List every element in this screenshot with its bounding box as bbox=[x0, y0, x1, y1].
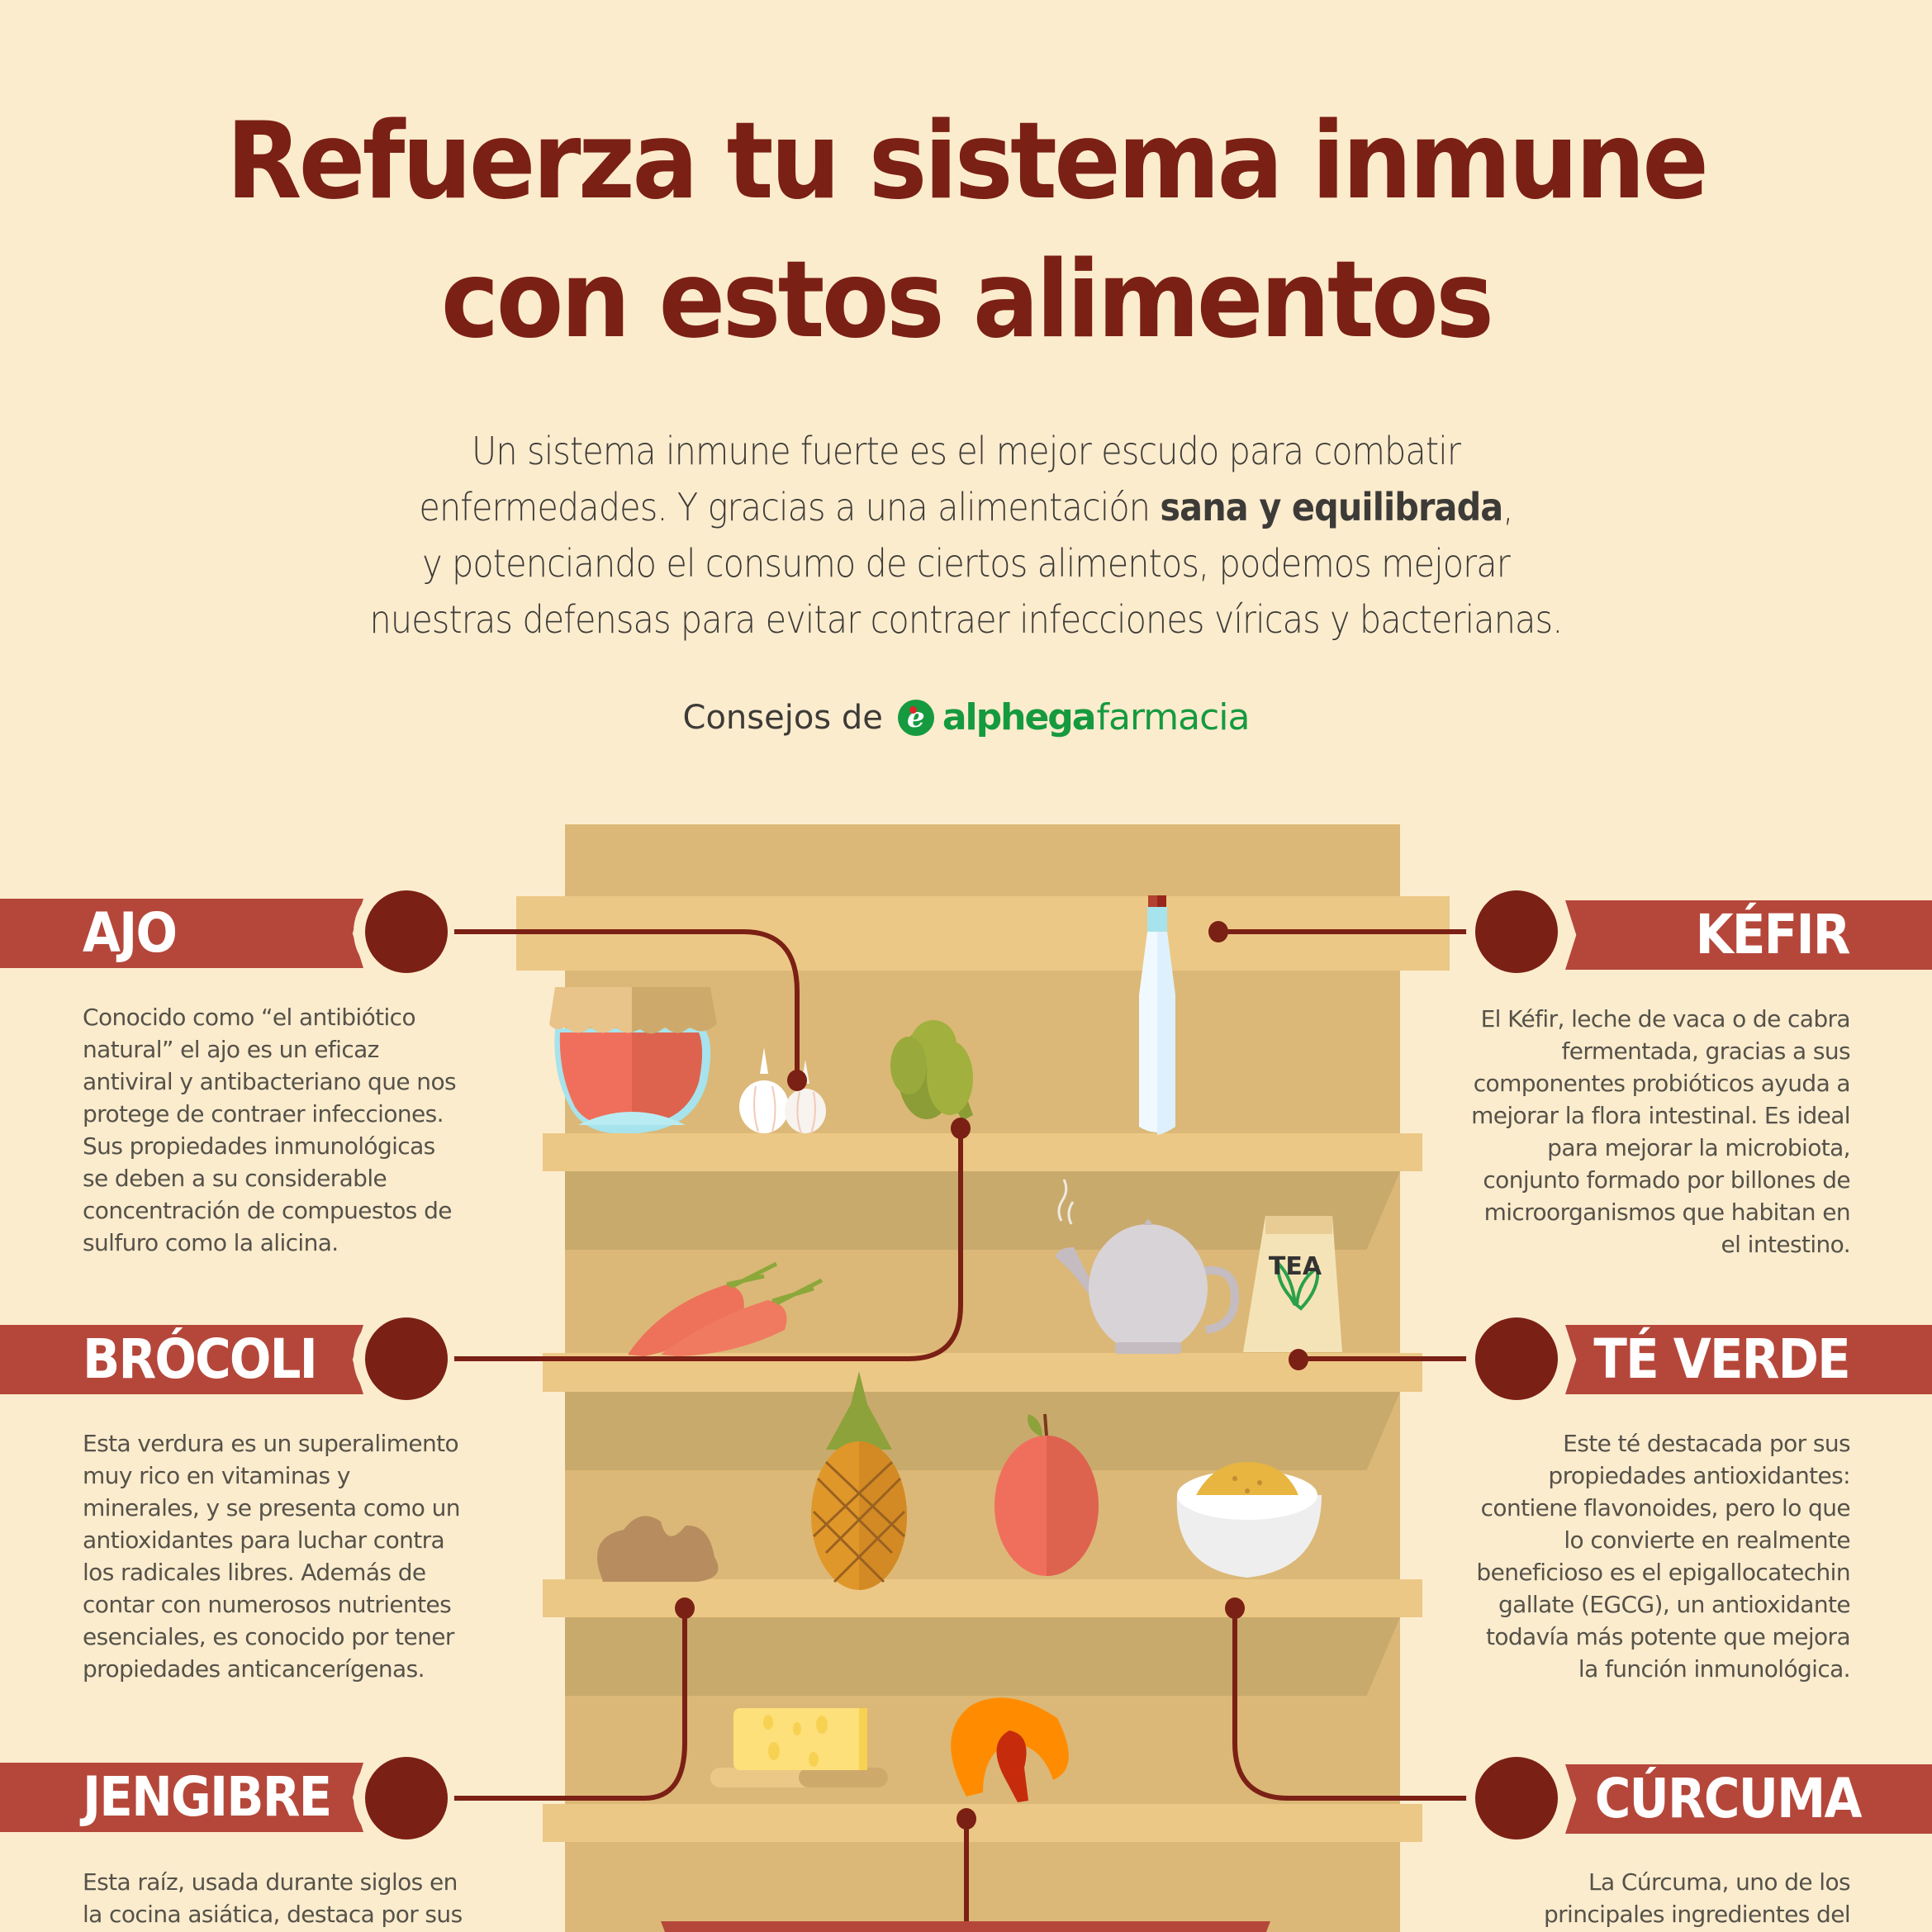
shelf-shadow bbox=[565, 1617, 1400, 1696]
reishi-mushroom-icon bbox=[951, 1697, 1069, 1802]
banner-te-verde: TÉ VERDE bbox=[1565, 1325, 1932, 1394]
shelf-board bbox=[543, 1804, 1422, 1842]
connector-dot bbox=[1208, 921, 1228, 942]
marker-te-verde bbox=[1475, 1317, 1558, 1400]
connector-curcuma bbox=[1232, 1609, 1487, 1801]
shelf-shadow bbox=[565, 1171, 1400, 1250]
connector-dot bbox=[1289, 1349, 1308, 1370]
page-title-line-2: con estos alimentos bbox=[440, 239, 1494, 362]
intro-line-2-end: , bbox=[1502, 485, 1513, 529]
intro-line-2-text: enfermedades. Y gracias a una alimentaci… bbox=[419, 485, 1161, 529]
marker-kefir bbox=[1475, 890, 1558, 973]
intro-line-4: nuestras defensas para evitar contraer i… bbox=[369, 597, 1564, 642]
label-brocoli: BRÓCOLI bbox=[83, 1327, 318, 1391]
connector-jengibre bbox=[446, 1609, 687, 1801]
description-te-verde: Este té destacada por sus propiedades an… bbox=[1476, 1430, 1850, 1683]
credit-line: Consejos de e alphega farmacia bbox=[0, 696, 1932, 738]
credit-prefix: Consejos de bbox=[682, 698, 883, 737]
bottom-banner bbox=[661, 1921, 1270, 1932]
marker-ajo bbox=[365, 890, 448, 973]
label-ajo: AJO bbox=[83, 901, 178, 965]
intro-emphasis: sana y equilibrada bbox=[1160, 485, 1503, 529]
garlic-icon bbox=[739, 1047, 826, 1134]
shelf-board bbox=[543, 1133, 1422, 1171]
banner-jengibre: JENGIBRE bbox=[0, 1763, 363, 1832]
label-kefir: KÉFIR bbox=[1695, 903, 1851, 966]
banner-ajo: AJO bbox=[0, 899, 363, 968]
brand-name-bold: alphega bbox=[942, 696, 1097, 738]
banner-curcuma: CÚRCUMA bbox=[1565, 1764, 1932, 1834]
cheese-icon bbox=[710, 1708, 888, 1787]
ginger-icon bbox=[597, 1516, 719, 1582]
intro-line-3: y potenciando el consumo de ciertos alim… bbox=[422, 541, 1511, 586]
marker-brocoli bbox=[365, 1317, 448, 1400]
description-curcuma: La Cúrcuma, uno de los principales ingre… bbox=[1543, 1868, 1851, 1928]
intro-line-2: enfermedades. Y gracias a una alimentaci… bbox=[97, 479, 1835, 535]
teapot-icon bbox=[1056, 1179, 1240, 1354]
broccoli-icon bbox=[890, 1020, 973, 1121]
milk-bottle-icon bbox=[1139, 895, 1175, 1135]
description-kefir: El Kéfir, leche de vaca o de cabra ferme… bbox=[1471, 1005, 1851, 1258]
page-title-line-1: Refuerza tu sistema inmune bbox=[225, 100, 1709, 223]
shelf-shadow bbox=[565, 1392, 1400, 1470]
turmeric-bowl-icon bbox=[1176, 1462, 1322, 1578]
marker-jengibre bbox=[365, 1757, 448, 1839]
brand-name-light: farmacia bbox=[1096, 696, 1250, 738]
carrots-icon bbox=[628, 1261, 824, 1356]
connector-dot bbox=[951, 1118, 971, 1139]
connector-dot bbox=[957, 1808, 976, 1830]
description-brocoli: Esta verdura es un superalimento muy ric… bbox=[83, 1430, 461, 1683]
apple-icon bbox=[994, 1413, 1099, 1576]
label-te-verde: TÉ VERDE bbox=[1593, 1327, 1850, 1391]
banner-kefir: KÉFIR bbox=[1565, 900, 1932, 970]
label-curcuma: CÚRCUMA bbox=[1594, 1767, 1863, 1830]
connector-dot bbox=[787, 1070, 807, 1091]
connector-ajo bbox=[446, 929, 800, 1078]
jam-jar-icon bbox=[549, 987, 717, 1133]
brand-logo: e alphega farmacia bbox=[897, 696, 1250, 738]
intro-line-1: Un sistema inmune fuerte es el mejor esc… bbox=[472, 429, 1461, 473]
label-jengibre: JENGIBRE bbox=[83, 1765, 332, 1829]
description-ajo: Conocido como “el antibiótico natural” e… bbox=[83, 1004, 457, 1256]
marker-curcuma bbox=[1475, 1757, 1558, 1839]
alphega-logo-icon: e bbox=[897, 699, 934, 736]
intro-paragraph: Un sistema inmune fuerte es el mejor esc… bbox=[0, 423, 1932, 648]
tea-box-icon: TEA bbox=[1243, 1216, 1342, 1352]
description-jengibre: Esta raíz, usada durante siglos en la co… bbox=[83, 1868, 463, 1928]
pineapple-icon bbox=[811, 1371, 907, 1590]
connector-dot bbox=[675, 1597, 695, 1619]
connector-dot bbox=[1225, 1597, 1245, 1619]
connector-brocoli bbox=[446, 1127, 963, 1361]
tea-box-label: TEA bbox=[1269, 1252, 1322, 1281]
banner-brocoli: BRÓCOLI bbox=[0, 1325, 363, 1394]
